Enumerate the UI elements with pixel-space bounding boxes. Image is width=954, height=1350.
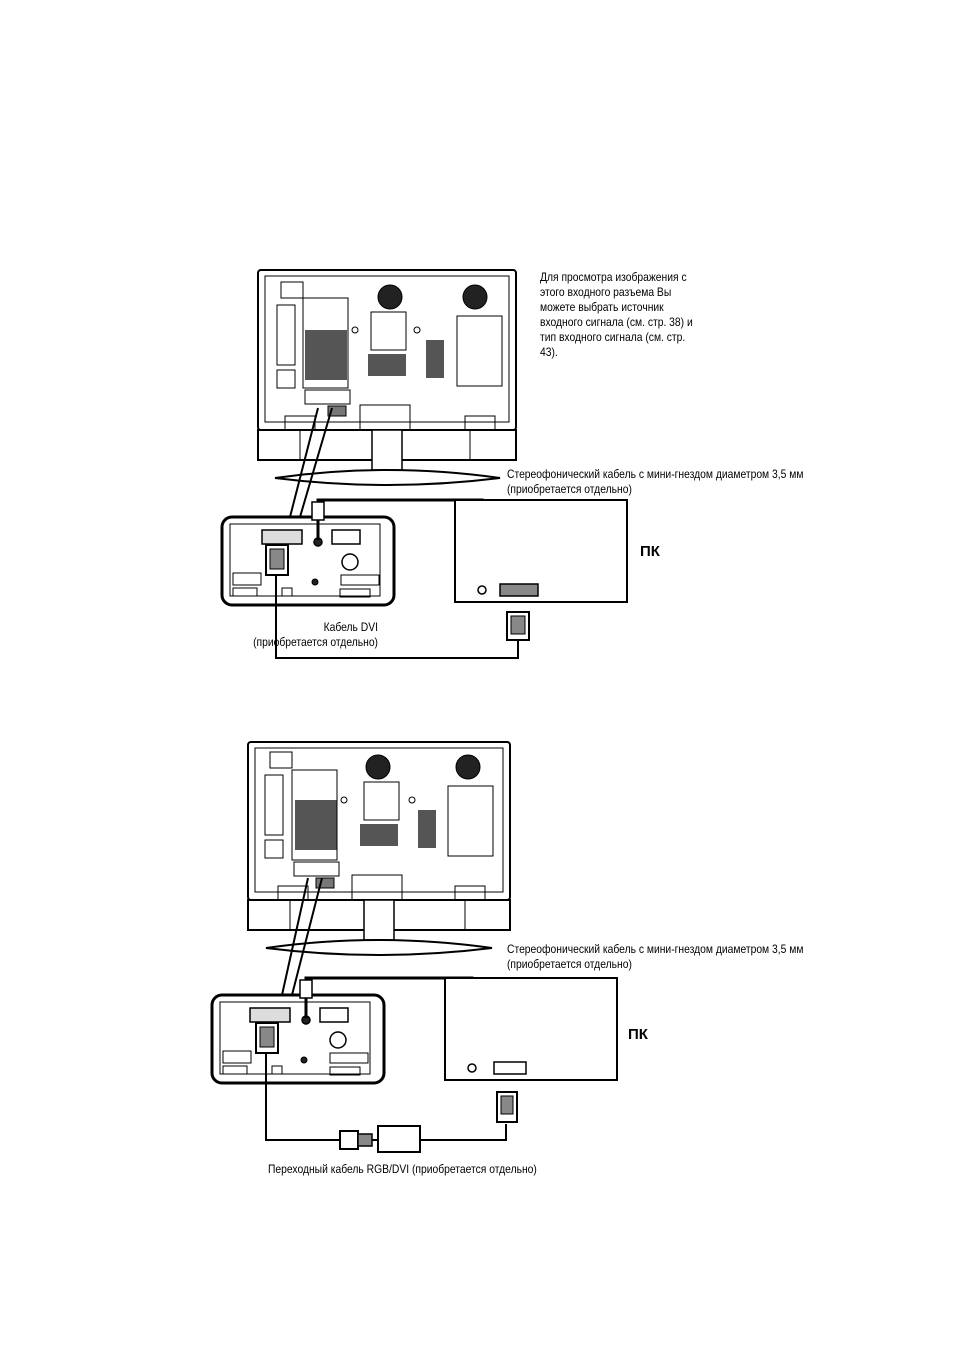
diagram-1 [220,269,628,659]
pc-box-1 [454,499,628,603]
dvi-cable-label: Кабель DVI (приобретается отдельно) [253,620,378,649]
terminal-panel-2 [210,993,386,1085]
dsub-plug-pc [496,1091,518,1123]
diagram-2 [210,741,618,1153]
pc-box-2 [444,977,618,1081]
pc-label-2: ПК [628,1026,648,1043]
input-note: Для просмотра изображения с этого входно… [540,270,693,359]
audio-cable-label-1: Стереофонический кабель с мини-гнездом д… [507,467,804,496]
audio-cable-label-2: Стереофонический кабель с мини-гнездом д… [507,942,804,971]
adapter-box [377,1125,421,1153]
tv-back-2 [247,741,511,956]
terminal-panel-1 [220,515,396,607]
pc-label-1: ПК [640,543,660,560]
tv-back-1 [257,269,517,486]
dsub-plug-adapter [339,1130,373,1150]
dvi-plug-1 [506,611,530,641]
adapter-cable-label: Переходный кабель RGB/DVI (приобретается… [268,1162,537,1176]
